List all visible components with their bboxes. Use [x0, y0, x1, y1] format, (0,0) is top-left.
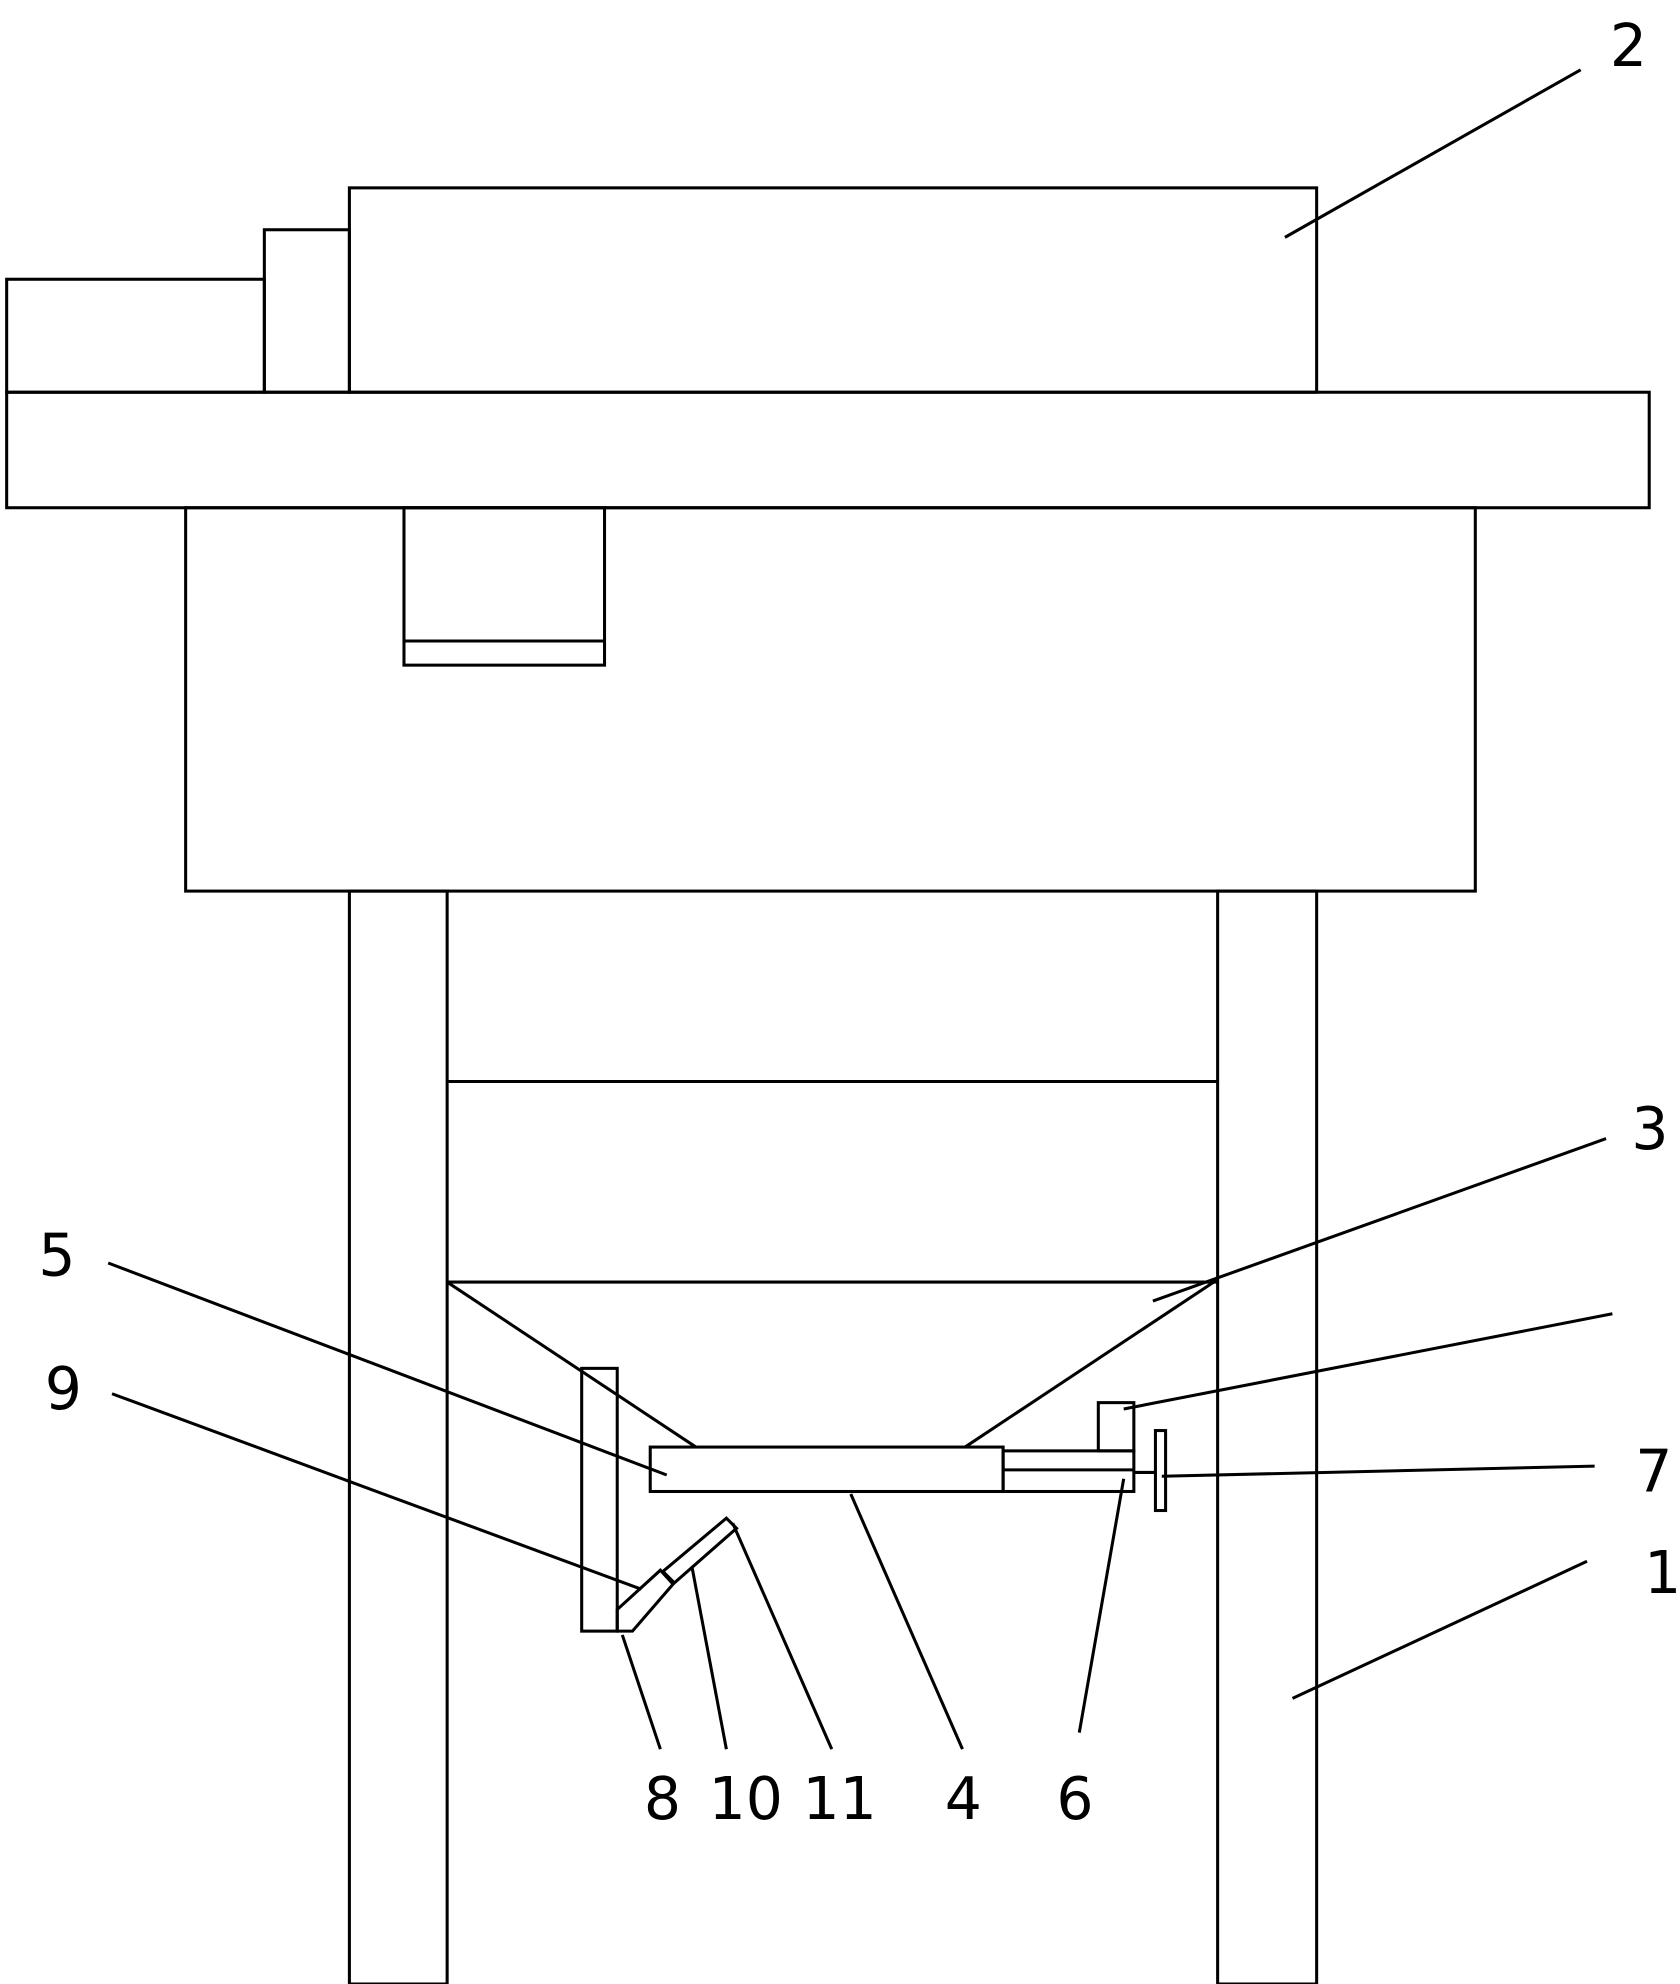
label-8: 8 [644, 1765, 681, 1833]
label-9: 9 [45, 1355, 82, 1423]
vertical-plate [580, 1366, 619, 1633]
label-2: 2 [1610, 12, 1647, 80]
label-3: 3 [1631, 1095, 1668, 1163]
left-block [5, 277, 266, 394]
left-leg [347, 889, 449, 1984]
label-4: 4 [945, 1765, 982, 1833]
hopper-left-wall [446, 1280, 697, 1449]
bracket [1096, 1401, 1136, 1453]
upper-housing [5, 186, 1651, 893]
leader-lines [107, 68, 1613, 1750]
hopper [446, 1278, 1219, 1633]
base-plate [5, 390, 1651, 510]
label-5: 5 [38, 1222, 75, 1290]
label-1: 1 [1644, 1539, 1680, 1607]
inner-block [402, 506, 607, 667]
frame [347, 889, 1319, 1984]
label-7: 7 [1635, 1437, 1672, 1505]
right-leg [1216, 889, 1319, 1984]
lower-box [184, 506, 1477, 893]
piston-rod [660, 1516, 739, 1585]
handle [1153, 1429, 1168, 1513]
label-6: 6 [1056, 1765, 1093, 1833]
callout-labels: 2 3 5 9 7 1 8 10 11 4 6 [38, 12, 1680, 1833]
slide-plate [648, 1445, 1005, 1494]
main-box [347, 186, 1319, 394]
hopper-right-wall [964, 1278, 1219, 1449]
step-block [262, 228, 351, 394]
label-11: 11 [803, 1765, 877, 1833]
label-10: 10 [709, 1765, 783, 1833]
cylinder [615, 1568, 676, 1633]
